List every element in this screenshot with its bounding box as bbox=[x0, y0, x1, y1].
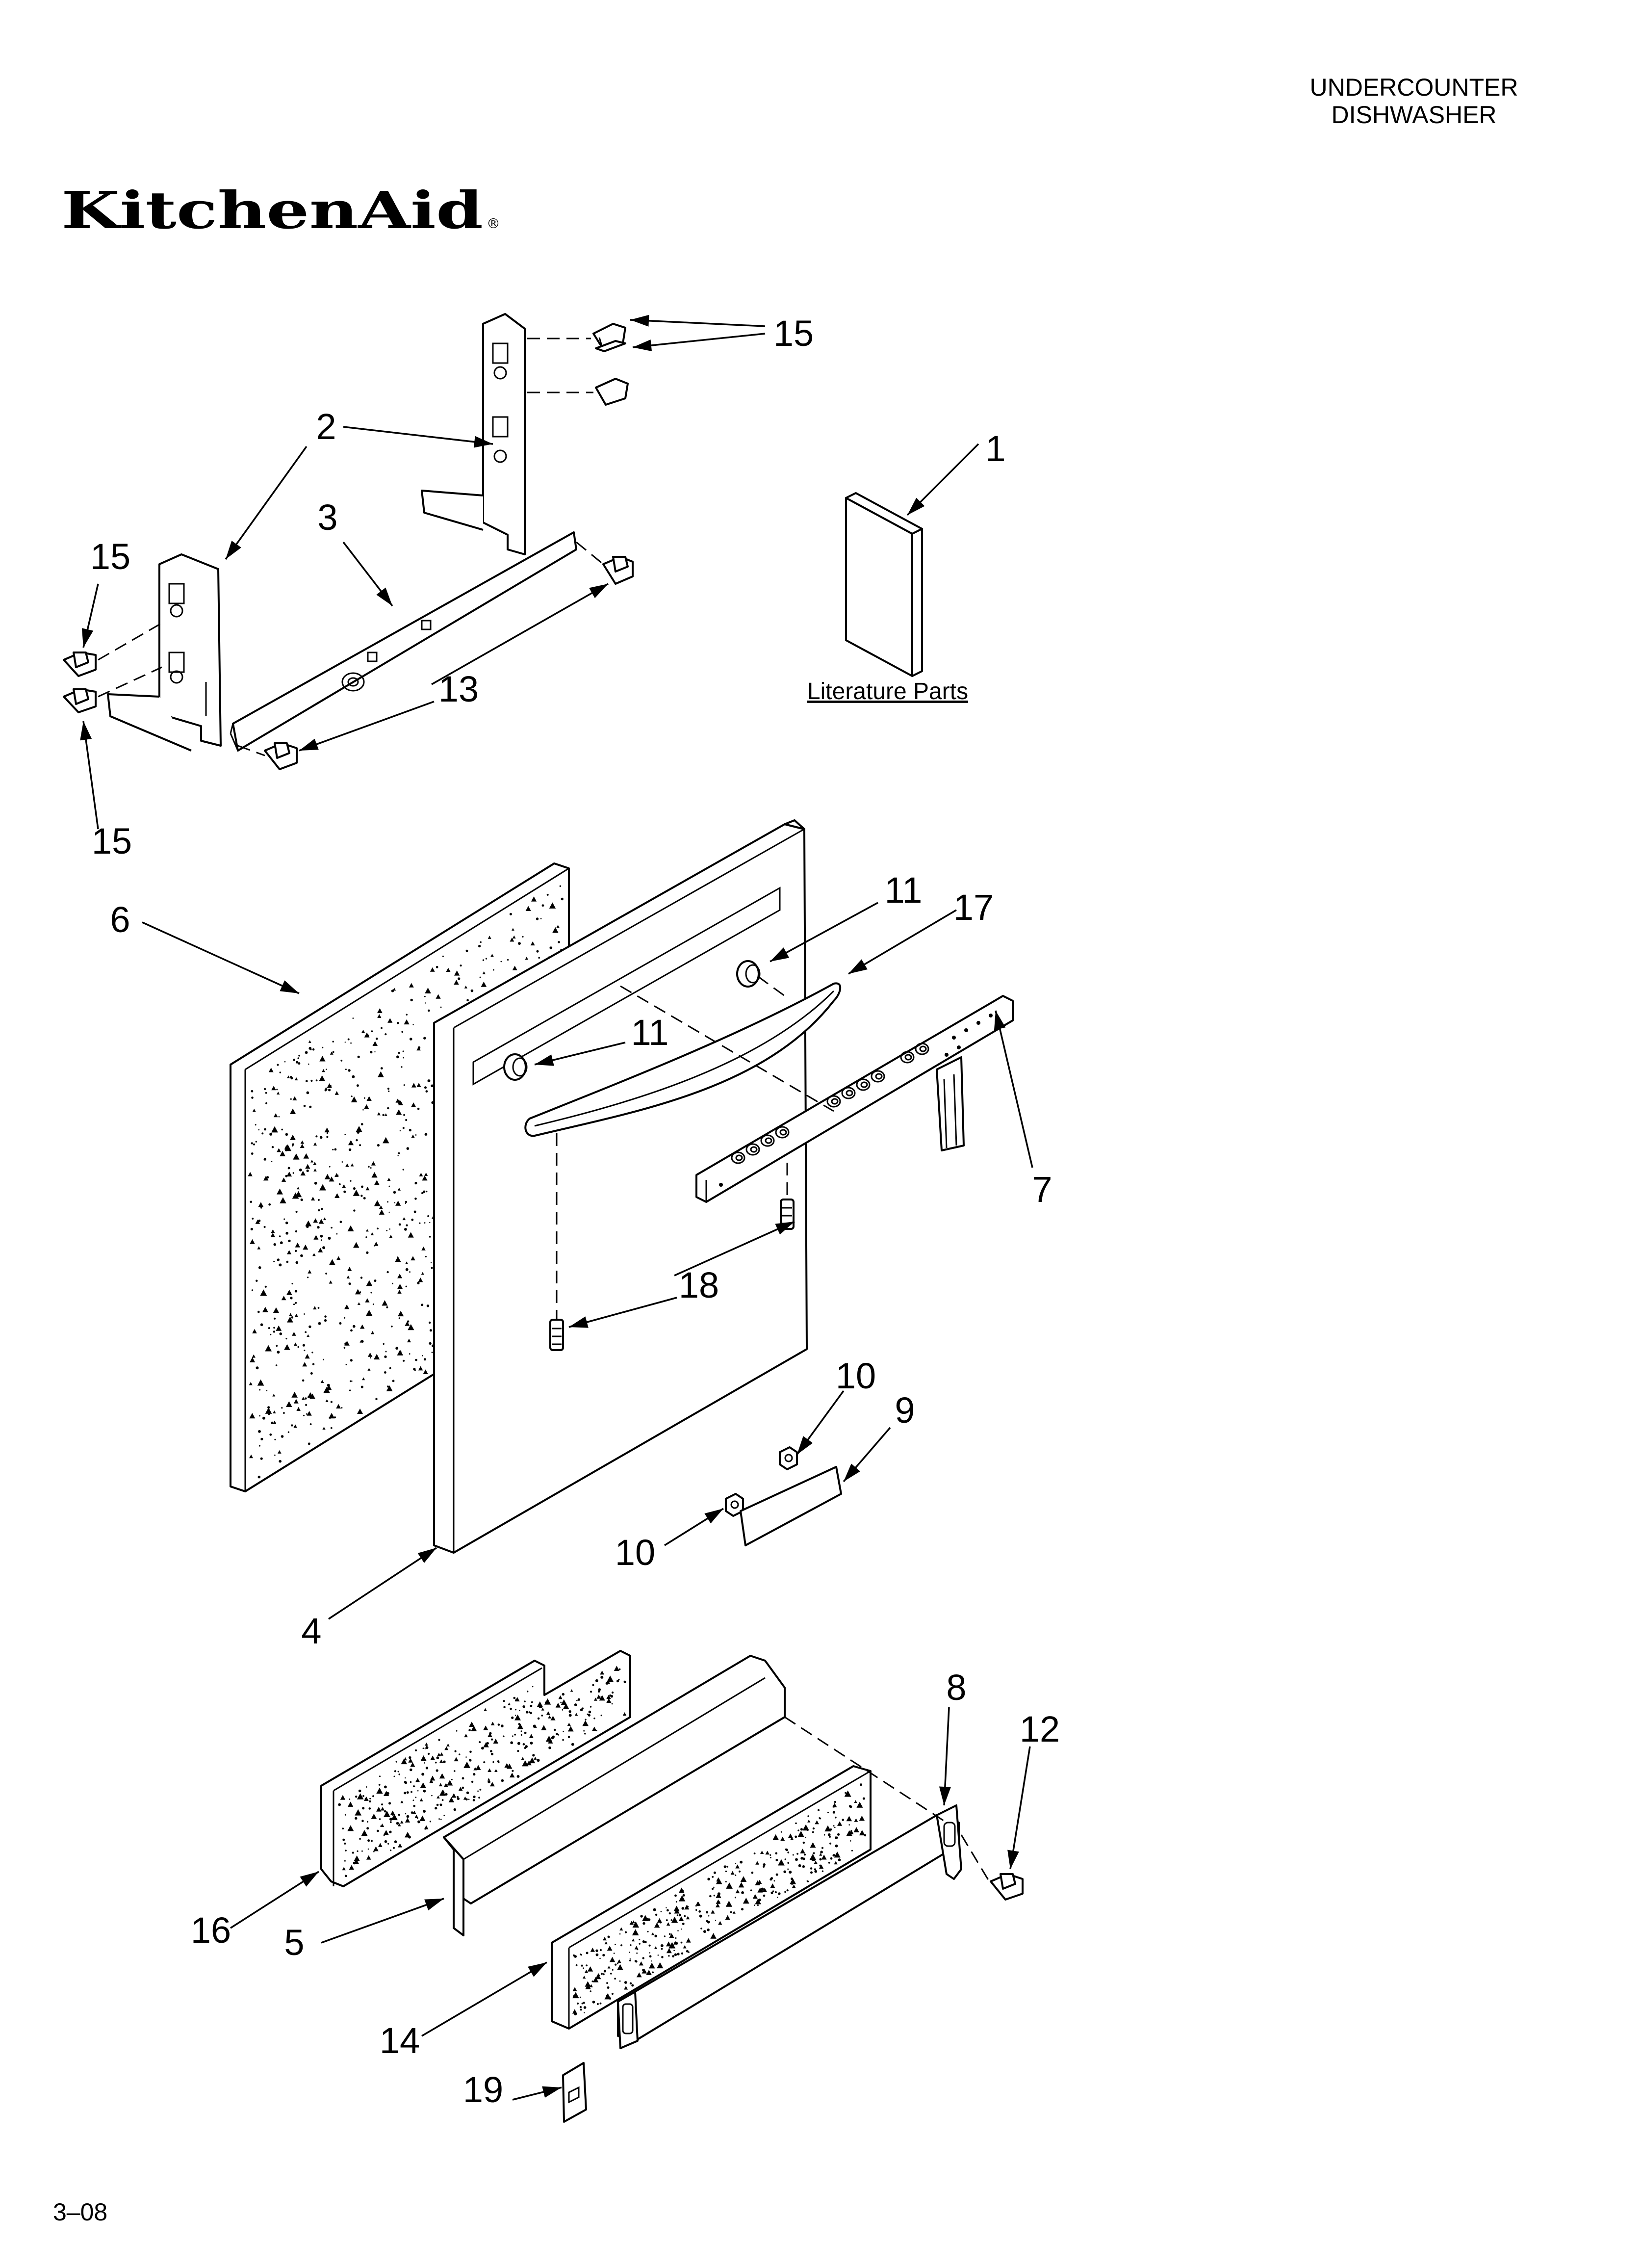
part-mounting-strip bbox=[230, 531, 577, 752]
callout-15-left-lower: 15 bbox=[92, 821, 132, 861]
callout-8: 8 bbox=[946, 1667, 966, 1708]
callout-19: 19 bbox=[463, 2069, 503, 2110]
screw-15-left-a bbox=[63, 652, 97, 677]
part-badge bbox=[740, 1466, 842, 1546]
kitchenaid-logo: KitchenAid ® bbox=[61, 180, 500, 240]
callout-11-upper: 11 bbox=[885, 870, 923, 911]
part-outer-door-panel bbox=[433, 819, 808, 1554]
callout-15-left-upper: 15 bbox=[90, 536, 130, 577]
callout-3: 3 bbox=[317, 497, 337, 538]
handle-bumper-a bbox=[736, 960, 761, 988]
part-bracket-left bbox=[107, 553, 222, 752]
screw-15-mid bbox=[595, 378, 629, 406]
handle-bumper-b bbox=[503, 1053, 528, 1081]
callout-14: 14 bbox=[380, 2020, 420, 2061]
header-line-2: DISHWASHER bbox=[1331, 101, 1497, 129]
screw-15-left-b bbox=[63, 688, 97, 713]
nut-10-a bbox=[779, 1446, 798, 1470]
callout-1: 1 bbox=[985, 428, 1005, 469]
callout-16: 16 bbox=[191, 1910, 231, 1951]
part-bracket-right bbox=[421, 313, 526, 555]
callout-labels: 1 2 3 4 5 6 7 8 9 10 10 11 11 12 13 14 1… bbox=[90, 313, 1060, 2110]
header-line-1: UNDERCOUNTER bbox=[1309, 74, 1518, 101]
screw-15-top-b bbox=[595, 340, 626, 352]
callout-13: 13 bbox=[438, 669, 479, 709]
callout-5: 5 bbox=[284, 1922, 304, 1963]
part-toekick-clip bbox=[562, 2062, 587, 2123]
logo-text: KitchenAid bbox=[61, 180, 483, 240]
registered-mark: ® bbox=[487, 215, 500, 232]
part-toekick-insulation-lower bbox=[551, 1765, 872, 2030]
callout-18: 18 bbox=[679, 1265, 719, 1305]
part-door-handle bbox=[524, 982, 842, 1137]
callout-10-lower: 10 bbox=[615, 1532, 655, 1573]
callout-9: 9 bbox=[895, 1390, 915, 1431]
page-code: 3–08 bbox=[53, 2198, 108, 2226]
literature-parts-label: Literature Parts bbox=[807, 678, 968, 704]
handle-stud-b bbox=[549, 1319, 564, 1351]
callout-10-upper: 10 bbox=[836, 1356, 876, 1396]
callout-leaders bbox=[80, 314, 1033, 2101]
callout-17: 17 bbox=[953, 887, 994, 928]
screw-13-left bbox=[264, 742, 298, 770]
screw-13-right bbox=[602, 556, 634, 585]
callout-2: 2 bbox=[316, 406, 336, 447]
callout-15-top: 15 bbox=[773, 313, 814, 354]
screw-12 bbox=[990, 1873, 1024, 1901]
callout-12: 12 bbox=[1020, 1709, 1060, 1749]
part-toekick-insulation-upper bbox=[320, 1650, 631, 1887]
part-toekick-panel bbox=[617, 1804, 962, 2049]
callout-4: 4 bbox=[301, 1611, 321, 1651]
model-header: UNDERCOUNTER DISHWASHER bbox=[1242, 74, 1586, 129]
part-control-panel bbox=[695, 995, 1014, 1203]
part-toekick-bracket bbox=[443, 1655, 786, 1936]
callout-7: 7 bbox=[1032, 1169, 1052, 1210]
callout-6: 6 bbox=[110, 899, 130, 940]
callout-11-lower: 11 bbox=[631, 1012, 669, 1053]
handle-stud-a bbox=[780, 1199, 795, 1230]
part-literature-booklet bbox=[845, 492, 923, 677]
